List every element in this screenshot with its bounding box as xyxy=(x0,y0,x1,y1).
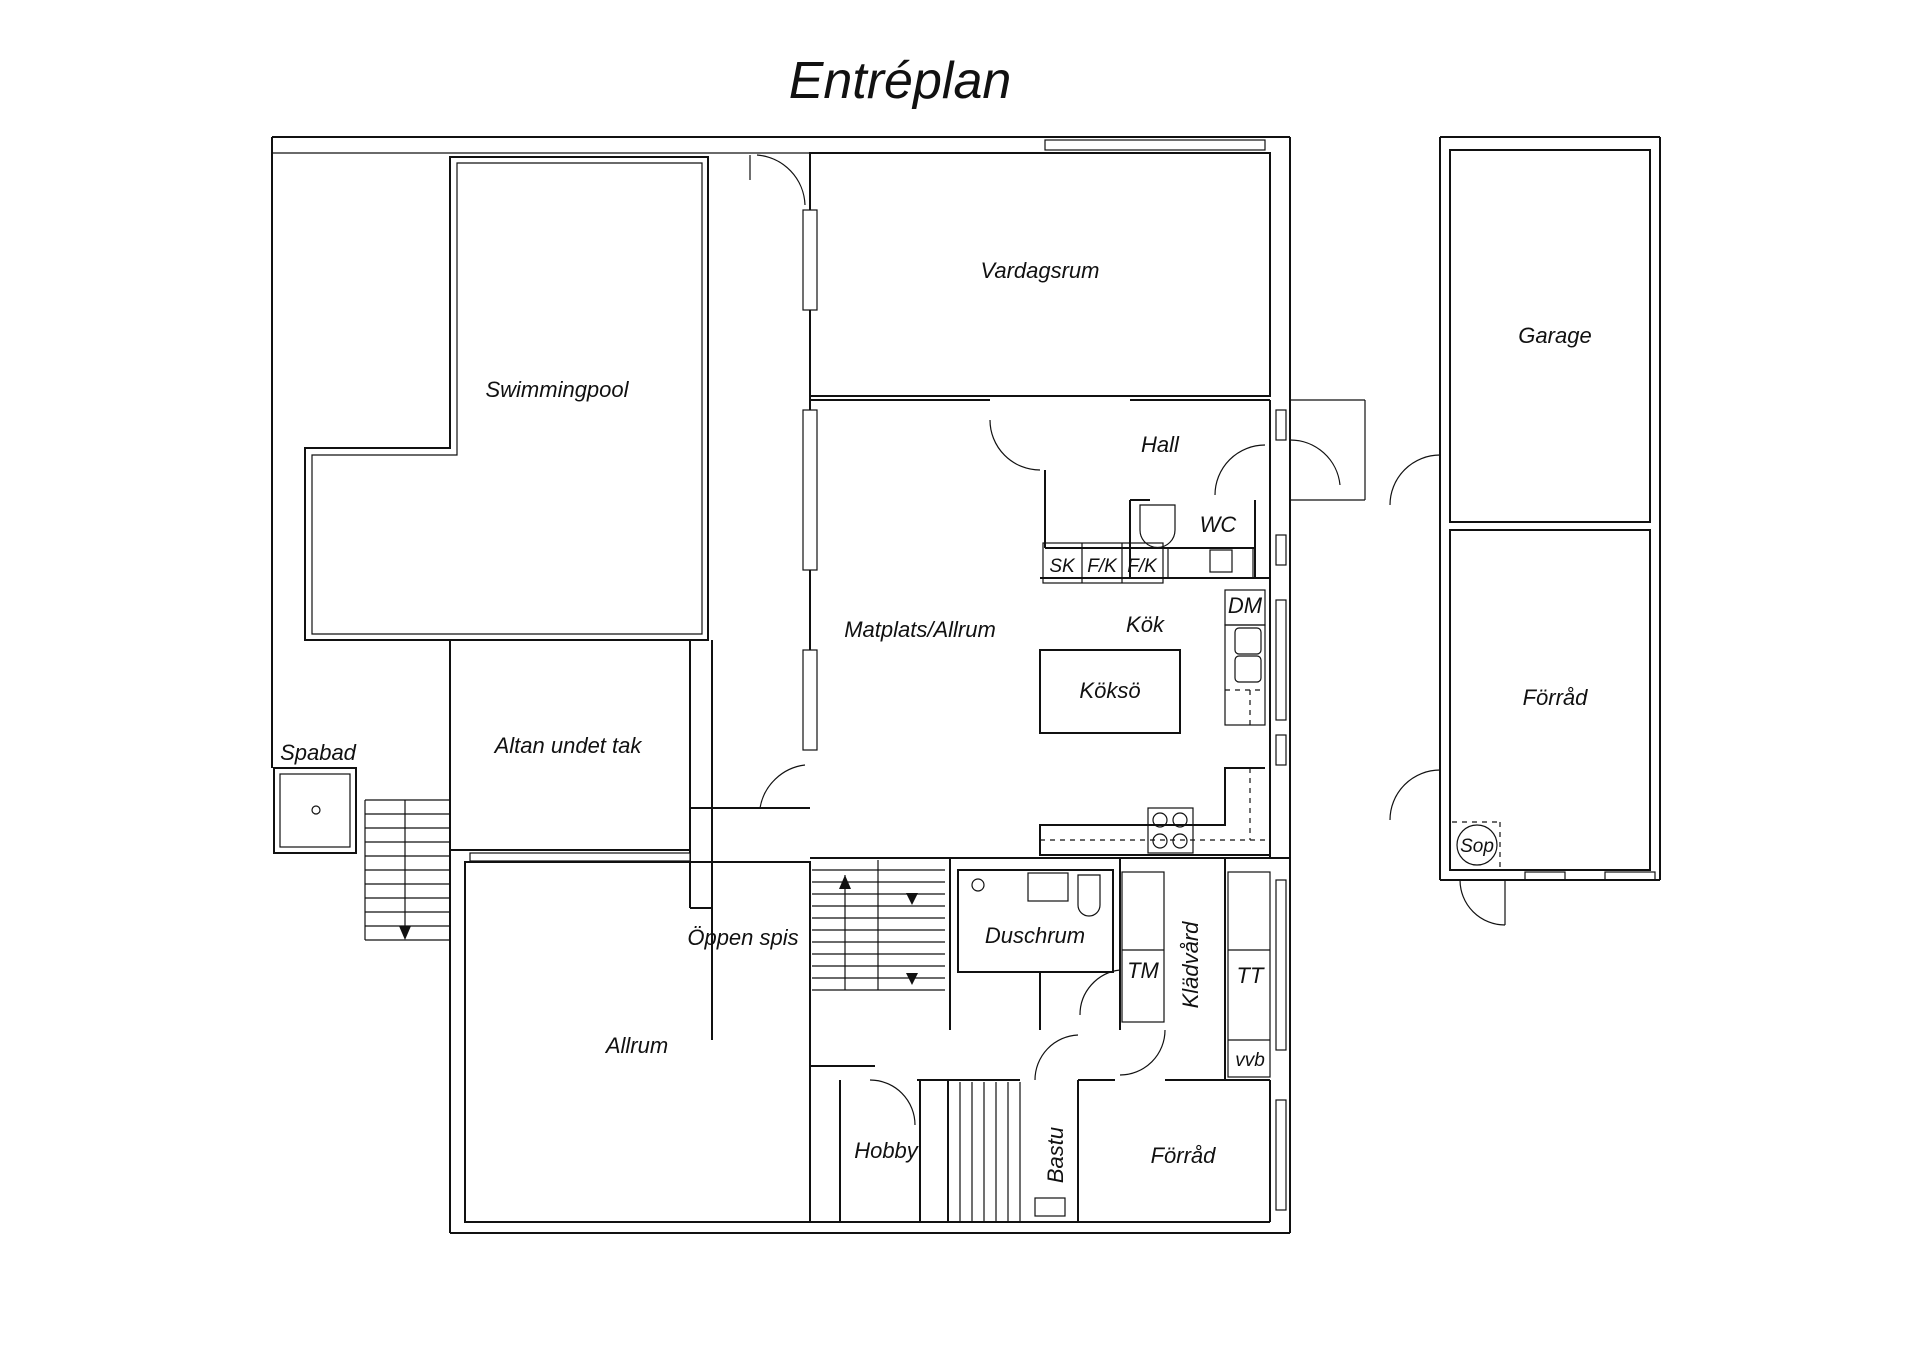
label-vardagsrum: Vardagsrum xyxy=(980,258,1099,283)
label-sop: Sop xyxy=(1460,836,1494,857)
label-sk: SK xyxy=(1049,556,1076,577)
label-tt: TT xyxy=(1237,963,1265,988)
label-kok: Kök xyxy=(1126,612,1165,637)
label-oppen-spis: Öppen spis xyxy=(687,925,798,950)
label-hobby: Hobby xyxy=(854,1138,920,1163)
stairs-left xyxy=(364,799,450,941)
label-spabad: Spabad xyxy=(280,740,357,765)
label-bastu: Bastu xyxy=(1043,1127,1068,1183)
plan-title: Entréplan xyxy=(789,52,1012,110)
label-duschrum: Duschrum xyxy=(985,923,1085,948)
label-forrad-garage: Förråd xyxy=(1523,685,1589,710)
label-altan: Altan undet tak xyxy=(493,733,643,758)
label-tm: TM xyxy=(1127,958,1159,983)
label-swimmingpool: Swimmingpool xyxy=(485,377,629,402)
label-hall: Hall xyxy=(1141,432,1180,457)
label-fk-1: F/K xyxy=(1087,556,1118,577)
garage-walls xyxy=(1389,136,1661,926)
label-fk-2: F/K xyxy=(1127,556,1158,577)
windows xyxy=(469,139,1656,1211)
main-house-walls xyxy=(271,136,1291,1234)
label-forrad-lower: Förråd xyxy=(1151,1143,1217,1168)
label-kokso: Köksö xyxy=(1079,678,1140,703)
label-wc: WC xyxy=(1200,512,1237,537)
stairs-center xyxy=(812,860,945,991)
label-allrum: Allrum xyxy=(604,1033,668,1058)
label-garage: Garage xyxy=(1518,323,1591,348)
spabad-tub xyxy=(273,767,357,854)
doors xyxy=(756,154,1366,1126)
label-vvb: vvb xyxy=(1235,1050,1265,1071)
label-kladvard: Klädvård xyxy=(1178,921,1203,1009)
fixtures xyxy=(971,504,1176,917)
label-matplats: Matplats/Allrum xyxy=(844,617,996,642)
label-dm: DM xyxy=(1228,593,1263,618)
